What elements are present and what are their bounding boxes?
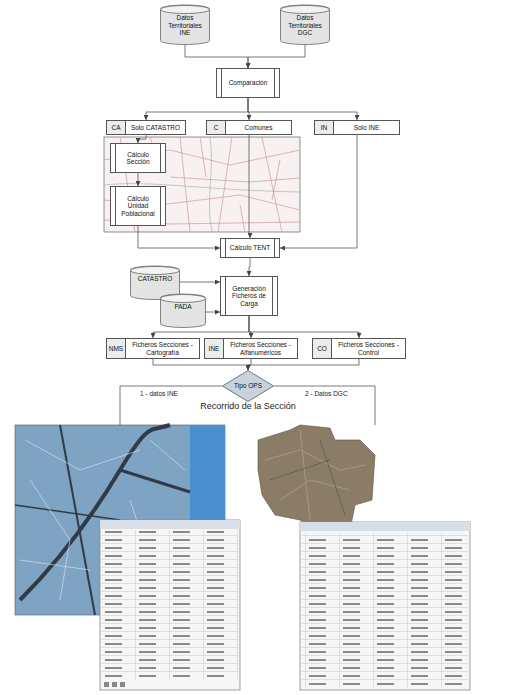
- cylinder-body: [281, 5, 330, 45]
- table-screenshot: [100, 520, 240, 690]
- connector: [138, 135, 146, 143]
- database-cylinder: Datos Territoriales INE: [160, 5, 210, 45]
- connector: [206, 312, 220, 313]
- tag-code: NMS: [107, 339, 126, 358]
- node-label: Tipo OPS: [234, 382, 262, 390]
- node-label: Solo INE: [334, 122, 399, 134]
- table-screenshot: [300, 522, 470, 690]
- tag-code: CO: [313, 339, 332, 358]
- node-label: PADA: [162, 303, 204, 311]
- decision-diamond: Tipo OPS: [222, 370, 274, 402]
- cylinder-top: [131, 267, 180, 275]
- cylinder-top: [281, 6, 330, 14]
- node-label: Comunes: [226, 122, 291, 134]
- node-label: Comparación: [224, 79, 272, 87]
- connector: [249, 258, 250, 276]
- aerial-screenshot: [258, 425, 375, 535]
- section-caption: Recorrido de la Sección: [200, 401, 296, 412]
- connector: [248, 359, 251, 370]
- cylinder-top: [161, 6, 210, 14]
- node-label: Solo CATASTRO: [126, 122, 185, 134]
- connector: [138, 173, 139, 186]
- cylinder-top: [161, 295, 206, 303]
- node-label: Ficheros Secciones - Cartografía: [126, 339, 199, 358]
- database-cylinder: PADA: [160, 294, 206, 328]
- node-label: Ficheros Secciones - Control: [332, 339, 405, 358]
- process-box: Cálculo TENT: [220, 238, 280, 258]
- connector: [280, 135, 357, 248]
- node-label: CATASTRO: [132, 275, 178, 283]
- connector: [146, 98, 248, 120]
- node-label: Generación Ficheros de Carga: [228, 285, 270, 308]
- node-label: Cálculo TENT: [228, 244, 272, 252]
- tag-code: IN: [315, 121, 334, 134]
- tag-code: C: [207, 121, 226, 134]
- node-label: Cálculo Unidad Poblacional: [118, 195, 158, 218]
- node-label: Cálculo Sección: [118, 151, 158, 166]
- tagged-box: INEFicheros Secciones - Alfanuméricos: [204, 338, 298, 359]
- process-box: Cálculo Sección: [110, 143, 166, 173]
- database-cylinder: Datos Territoriales DGC: [280, 5, 330, 45]
- process-box: Cálculo Unidad Poblacional: [110, 186, 166, 226]
- cylinder-body: [161, 5, 210, 45]
- node-label: Ficheros Secciones - Alfanuméricos: [224, 339, 297, 358]
- connector: [249, 135, 250, 238]
- connector: [249, 316, 359, 338]
- tagged-box: INSolo INE: [314, 120, 400, 135]
- connector: [248, 45, 305, 68]
- process-box: Generación Ficheros de Carga: [220, 276, 278, 316]
- parcel-map: [104, 137, 300, 232]
- connector: [185, 45, 248, 68]
- tagged-box: CASolo CATASTRO: [106, 120, 186, 135]
- cylinder-outline: [160, 294, 206, 328]
- connector: [153, 359, 248, 370]
- connector: [138, 226, 220, 248]
- diamond-shape: [223, 371, 274, 402]
- tagged-box: COFicheros Secciones - Control: [312, 338, 406, 359]
- connector: [248, 359, 359, 370]
- tagged-box: CComunes: [206, 120, 292, 135]
- cylinder-body: [161, 294, 206, 328]
- node-label: Datos Territoriales INE: [162, 14, 208, 37]
- tag-code: INE: [205, 339, 224, 358]
- process-box: Comparación: [216, 68, 280, 98]
- branch-label: 2 - Datos DGC: [305, 390, 348, 398]
- connector: [180, 282, 220, 283]
- tagged-box: NMSFicheros Secciones - Cartografía: [106, 338, 200, 359]
- node-label: Datos Territoriales DGC: [282, 14, 328, 37]
- tag-code: CA: [107, 121, 126, 134]
- branch-label: 1 - datos INE: [140, 390, 178, 398]
- connector: [248, 98, 357, 120]
